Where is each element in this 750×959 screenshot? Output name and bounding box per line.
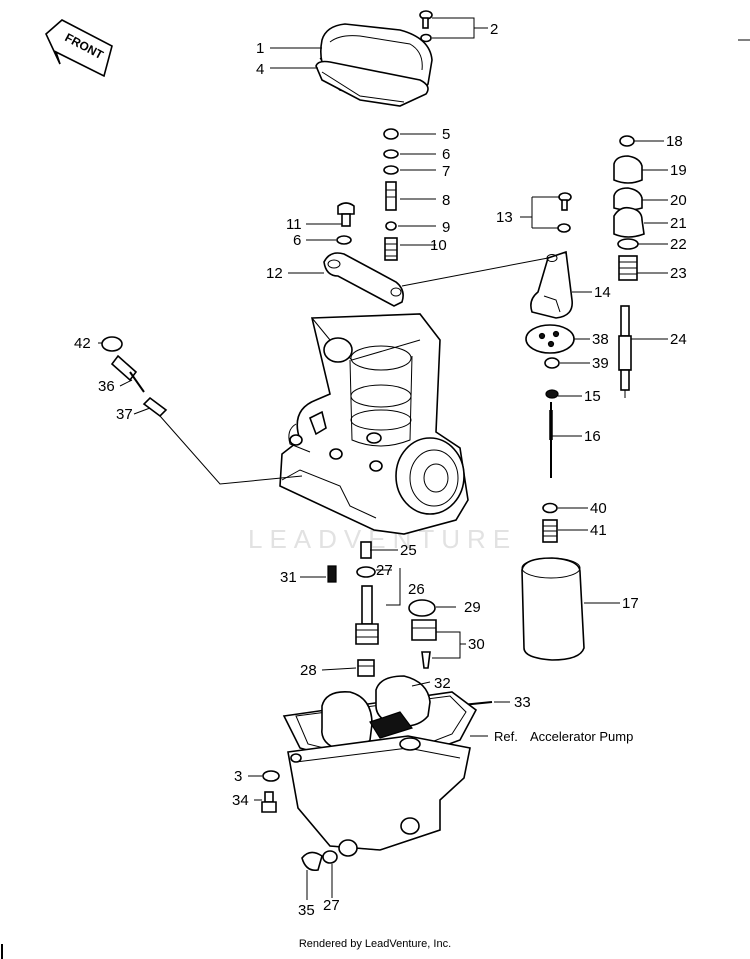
slide-24 [618,305,632,398]
callout-22: 22 [670,236,687,253]
callout-19: 19 [670,162,687,179]
screw-13 [557,192,572,233]
float-bowl [287,735,471,857]
callout-27a: 27 [376,562,393,579]
callout-23: 23 [670,265,687,282]
callout-2: 2 [490,21,498,38]
callout-4: 4 [256,61,264,78]
callout-36: 36 [98,378,115,395]
callout-9: 9 [442,219,450,236]
callout-14: 14 [594,284,611,301]
callout-32: 32 [434,675,451,692]
callout-35: 35 [298,902,315,919]
callout-11: 11 [286,216,302,233]
callout-33: 33 [514,694,531,711]
callout-41: 41 [590,522,607,539]
bolt-11 [336,202,355,245]
callout-20: 20 [670,192,687,209]
washer-39 [544,357,560,369]
screw-34 [261,791,277,813]
sleeve-17 [521,557,585,661]
washer-40 [542,502,558,514]
parts-stack-5-10 [383,128,399,261]
plate-38 [525,324,575,354]
leader-lines [98,17,668,900]
callout-16: 16 [584,428,601,445]
washer-3 [262,770,280,782]
clip-15 [545,389,559,399]
callout-17: 17 [622,595,639,612]
callout-10: 10 [430,237,447,254]
bracket-14 [530,250,573,319]
callout-38: 38 [592,331,609,348]
callout-numbers: 1 2 3 4 5 6 6 7 8 9 10 11 12 13 14 15 16… [74,21,687,919]
callout-5: 5 [442,126,450,143]
callout-8: 8 [442,192,450,209]
front-arrow-badge: FRONT [45,19,113,78]
callout-28: 28 [300,662,317,679]
reference-text: Accelerator Pump [530,729,633,744]
callout-27b: 27 [323,897,340,914]
callout-13: 13 [496,209,513,226]
top-gasket [315,60,429,107]
callout-34: 34 [232,792,249,809]
callout-30: 30 [468,636,485,653]
parts-stack-18-24 [613,135,645,281]
callout-1: 1 [256,40,264,57]
jets-group [327,541,437,677]
callout-15: 15 [584,388,601,405]
callout-7: 7 [442,163,450,180]
footer-credit: Rendered by LeadVenture, Inc. [298,938,452,950]
drain-plug-35 [301,850,338,872]
callout-18: 18 [666,133,683,150]
cover-screw [419,10,433,43]
throttle-lever [323,252,404,307]
callout-25: 25 [400,542,417,559]
callout-6a: 6 [442,146,450,163]
callout-24: 24 [670,331,687,348]
pilot-screw-assembly [101,336,168,418]
callout-39: 39 [592,355,609,372]
callout-6b: 6 [293,232,301,249]
carburetor-body [279,313,469,535]
callout-3: 3 [234,768,242,785]
callout-31: 31 [280,569,297,586]
callout-42: 42 [74,335,91,352]
reference-prefix: Ref. [494,729,518,744]
callout-40: 40 [590,500,607,517]
callout-21: 21 [670,215,687,232]
spring-41 [542,519,558,543]
reference-note: Ref. Accelerator Pump [494,729,633,744]
callout-26: 26 [408,581,425,598]
callout-29: 29 [464,599,481,616]
callout-12: 12 [266,265,283,282]
callout-37: 37 [116,406,133,423]
